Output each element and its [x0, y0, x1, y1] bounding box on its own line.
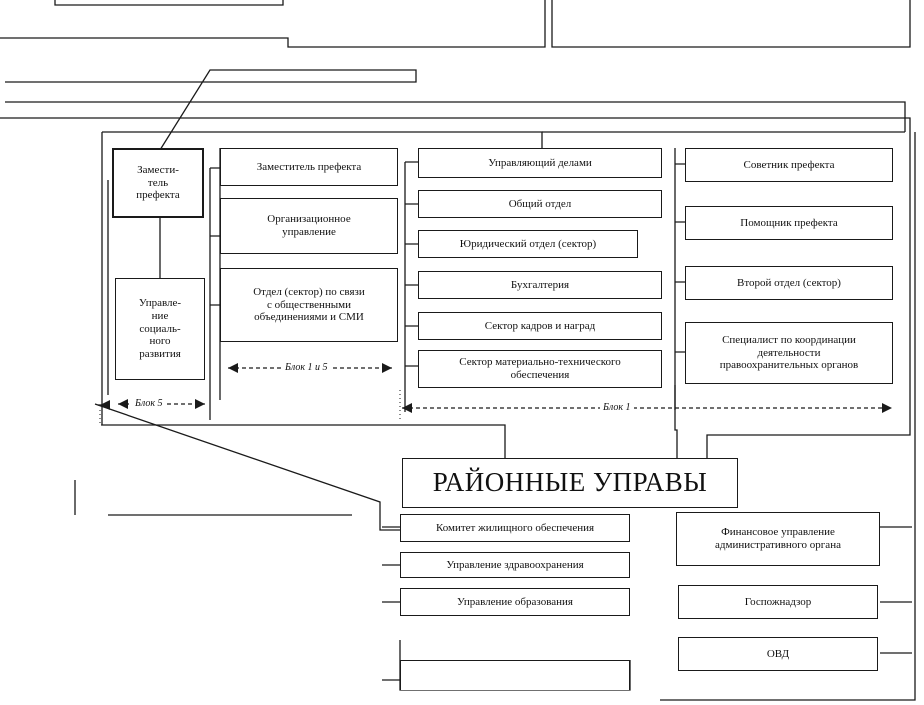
social-development-label: Управле- ние социаль- ного развития — [138, 297, 182, 360]
education-dept-box: Управление образования — [400, 588, 630, 616]
deputy-prefect-box-b: Заместитель префекта — [220, 148, 398, 186]
social-development-box: Управле- ние социаль- ного развития — [115, 278, 205, 380]
logistics-sector-box: Сектор материально-технического обеспече… — [418, 350, 662, 388]
affairs-manager-box: Управляющий делами — [418, 148, 662, 178]
deputy-prefect-label-b: Заместитель префекта — [256, 160, 362, 173]
advisor-label: Советник префекта — [743, 158, 835, 171]
law-coordination-box: Специалист по координации деятельности п… — [685, 322, 893, 384]
general-dept-box: Общий отдел — [418, 190, 662, 218]
affairs-manager-label: Управляющий делами — [488, 156, 592, 169]
legal-dept-label: Юридический отдел (сектор) — [459, 237, 597, 250]
gosnadzor-label: Госпожнадзор — [744, 595, 812, 608]
law-coordination-label: Специалист по координации деятельности п… — [719, 334, 859, 372]
housing-committee-box: Комитет жилищного обеспечения — [400, 514, 630, 542]
second-dept-label: Второй отдел (сектор) — [737, 276, 841, 289]
advisor-box: Советник префекта — [685, 148, 893, 182]
personnel-sector-label: Сектор кадров и наград — [484, 319, 596, 332]
block-1-label: Блок 1 — [600, 402, 634, 413]
education-dept-label: Управление образования — [457, 595, 573, 608]
accounting-box: Бухгалтерия — [418, 271, 662, 299]
public-relations-label: Отдел (сектор) по связи с общественными … — [253, 286, 365, 324]
deputy-prefect-box-a: Замести- тель префекта — [112, 148, 204, 218]
ovd-box: ОВД — [678, 637, 878, 671]
accounting-label: Бухгалтерия — [510, 278, 570, 291]
second-dept-box: Второй отдел (сектор) — [685, 266, 893, 300]
health-dept-box: Управление здравоохранения — [400, 552, 630, 578]
ovd-label: ОВД — [766, 647, 790, 660]
org-management-label: Организационное управление — [267, 213, 351, 238]
block-1-5-label: Блок 1 и 5 — [282, 362, 331, 373]
legal-dept-box: Юридический отдел (сектор) — [418, 230, 638, 258]
empty-box — [400, 660, 630, 690]
housing-committee-label: Комитет жилищного обеспечения — [435, 521, 595, 534]
logistics-sector-label: Сектор материально-технического обеспече… — [459, 356, 621, 381]
public-relations-box: Отдел (сектор) по связи с общественными … — [220, 268, 398, 342]
org-management-box: Организационное управление — [220, 198, 398, 254]
finance-dept-box: Финансовое управление административного … — [676, 512, 880, 566]
district-councils-box: РАЙОННЫЕ УПРАВЫ — [402, 458, 738, 508]
finance-dept-label: Финансовое управление административного … — [715, 526, 841, 551]
health-dept-label: Управление здравоохранения — [446, 558, 584, 571]
district-councils-label: РАЙОННЫЕ УПРАВЫ — [432, 467, 708, 498]
block-5-label: Блок 5 — [132, 398, 166, 409]
deputy-prefect-label-a: Замести- тель префекта — [136, 164, 180, 202]
assistant-box: Помощник префекта — [685, 206, 893, 240]
personnel-sector-box: Сектор кадров и наград — [418, 312, 662, 340]
general-dept-label: Общий отдел — [508, 197, 572, 210]
assistant-label: Помощник префекта — [740, 216, 838, 229]
gosnadzor-box: Госпожнадзор — [678, 585, 878, 619]
